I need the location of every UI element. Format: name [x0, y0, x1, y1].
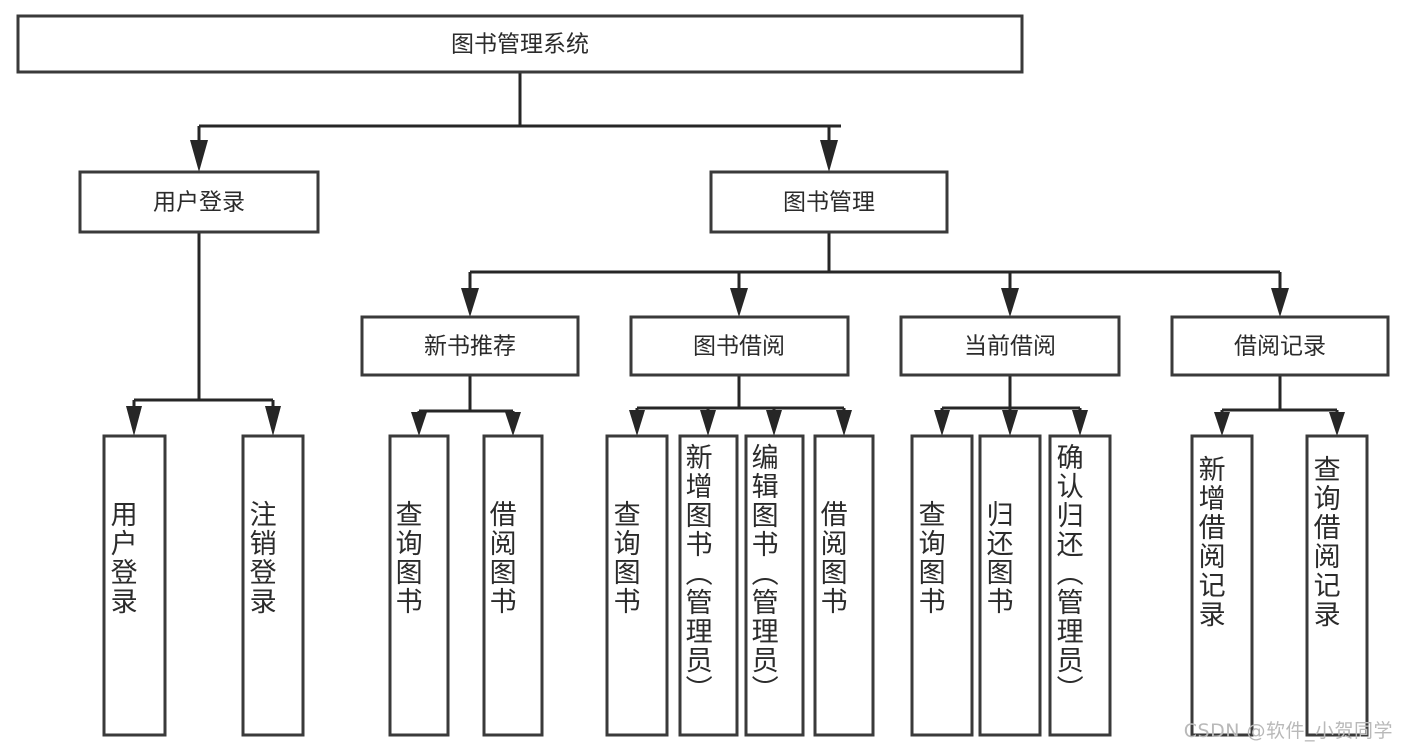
arrow-cb-leaf-3 [1072, 410, 1088, 436]
node-borrow-record-label: 借阅记录 [1234, 334, 1326, 360]
node-leaf-logout-box[interactable] [241, 434, 305, 737]
node-user-login[interactable]: 用户登录 [78, 170, 320, 234]
node-current-borrow-box[interactable] [899, 315, 1121, 377]
node-current-borrow-label: 当前借阅 [964, 334, 1056, 360]
arrow-bb-leaf-2 [700, 410, 716, 436]
arrow-root-to-user-login [190, 140, 208, 172]
arrow-bb-leaf-3 [766, 410, 782, 436]
arrow-user-login-leaf-1 [126, 406, 142, 436]
node-root[interactable]: 图书管理系统 [16, 14, 1024, 74]
node-leaf-return-book-box[interactable] [978, 434, 1042, 737]
node-root-box[interactable] [16, 14, 1024, 74]
arrow-cb-leaf-2 [1002, 410, 1018, 436]
edge-group-borrow-record [1214, 375, 1345, 436]
node-leaf-borrow-book-1-box[interactable] [482, 434, 544, 737]
arrow-bm-to-book-borrow [730, 288, 748, 317]
node-user-login-box[interactable] [78, 170, 320, 234]
arrow-root-to-book-manage [820, 140, 838, 172]
arrow-cb-leaf-1 [934, 410, 950, 436]
node-book-borrow-box[interactable] [629, 315, 850, 377]
node-leaf-add-book-box[interactable] [678, 434, 739, 737]
edge-group-root [190, 72, 841, 172]
node-new-book-recommend[interactable]: 新书推荐 [360, 315, 580, 377]
arrow-bm-to-new-book-recommend [461, 288, 479, 317]
arrow-bb-leaf-1 [629, 410, 645, 436]
node-book-borrow-label: 图书借阅 [693, 334, 785, 360]
node-book-manage[interactable]: 图书管理 [709, 170, 949, 234]
node-borrow-record-box[interactable] [1170, 315, 1390, 377]
edge-group-book-manage [461, 232, 1289, 317]
node-leaf-user-login-box[interactable] [102, 434, 167, 737]
arrow-br-leaf-1 [1214, 412, 1230, 436]
arrow-bb-leaf-4 [836, 410, 852, 436]
node-book-borrow[interactable]: 图书借阅 [629, 315, 850, 377]
edge-group-book-borrow [629, 375, 852, 436]
node-borrow-record[interactable]: 借阅记录 [1170, 315, 1390, 377]
node-root-label: 图书管理系统 [451, 32, 589, 58]
arrow-br-leaf-2 [1329, 412, 1345, 436]
arrow-bm-to-borrow-record [1271, 288, 1289, 317]
node-leaf-query-book-1-box[interactable] [388, 434, 450, 737]
node-book-manage-box[interactable] [709, 170, 949, 234]
node-user-login-label: 用户登录 [153, 190, 245, 216]
node-book-manage-label: 图书管理 [783, 190, 875, 216]
node-current-borrow[interactable]: 当前借阅 [899, 315, 1121, 377]
node-leaf-confirm-return-box[interactable] [1048, 434, 1112, 737]
node-new-book-recommend-label: 新书推荐 [424, 334, 516, 360]
node-leaf-query-book-3-box[interactable] [910, 434, 974, 737]
arrow-user-login-leaf-2 [265, 406, 281, 436]
node-leaf-query-book-2-box[interactable] [605, 434, 669, 737]
node-leaf-add-record-box[interactable] [1190, 434, 1254, 737]
csdn-watermark: CSDN @软件_小贺同学 [1183, 720, 1393, 742]
edge-group-new-book-recommend [411, 375, 521, 436]
arrow-nbr-leaf-2 [505, 412, 521, 436]
node-leaf-query-record-box[interactable] [1305, 434, 1369, 737]
arrow-bm-to-current-borrow [1001, 288, 1019, 317]
node-new-book-recommend-box[interactable] [360, 315, 580, 377]
arrow-nbr-leaf-1 [411, 412, 427, 436]
node-leaf-borrow-book-2-box[interactable] [813, 434, 875, 737]
edge-group-current-borrow [934, 375, 1088, 436]
node-leaf-edit-book-box[interactable] [744, 434, 805, 737]
edge-group-user-login [126, 232, 281, 436]
